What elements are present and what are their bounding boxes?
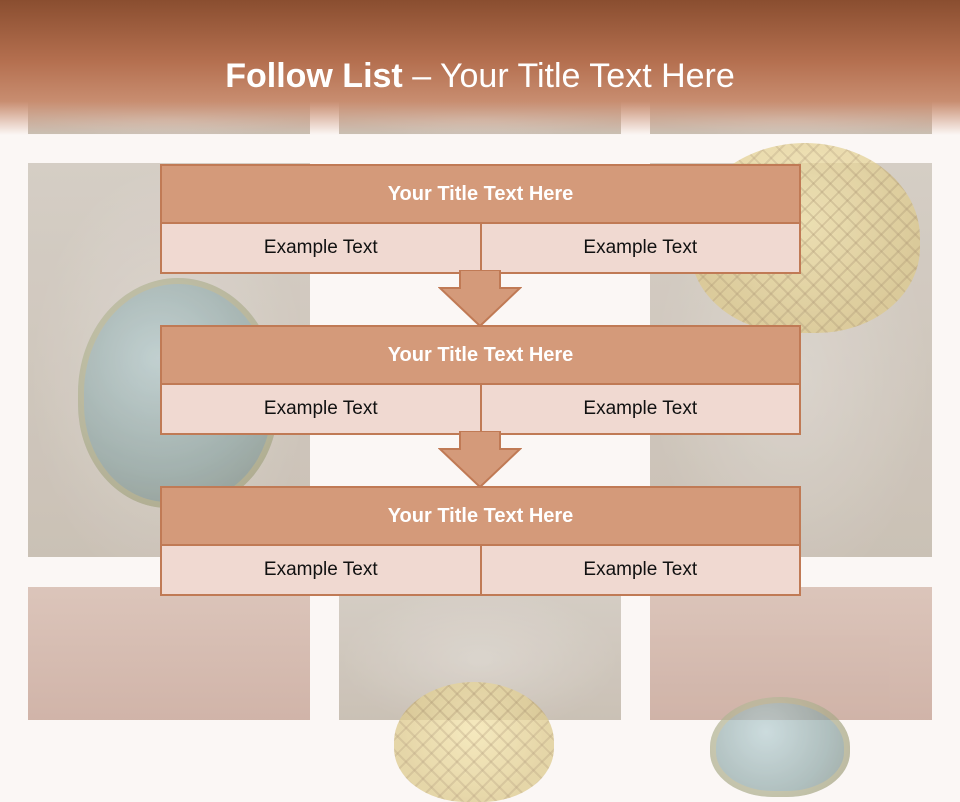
- step-cell-right: Example Text: [479, 385, 800, 433]
- collage-tile: [339, 587, 621, 802]
- step-row: Example Text Example Text: [162, 546, 799, 594]
- collage-tile: [650, 587, 932, 797]
- step-title: Your Title Text Here: [162, 166, 799, 224]
- step-cell-left: Example Text: [263, 559, 378, 580]
- collage-tile: [28, 587, 310, 720]
- step-row: Example Text Example Text: [162, 385, 799, 433]
- step-cell-left: Example Text: [263, 398, 378, 419]
- header-band: [0, 0, 960, 135]
- slide-title: Follow List – Your Title Text Here: [0, 56, 960, 96]
- down-arrow-icon: [438, 270, 522, 328]
- down-arrow-icon: [438, 431, 522, 489]
- step-cell-right: Example Text: [479, 224, 800, 272]
- balloon-illustration: [394, 682, 554, 802]
- step-title: Your Title Text Here: [162, 327, 799, 385]
- flow-step-3: Your Title Text Here Example Text Exampl…: [160, 486, 801, 596]
- step-title: Your Title Text Here: [162, 488, 799, 546]
- balloon-illustration: [710, 697, 850, 797]
- step-cell-left: Example Text: [263, 237, 378, 258]
- title-bold: Follow List: [225, 57, 403, 95]
- flow-step-2: Your Title Text Here Example Text Exampl…: [160, 325, 801, 435]
- flow-step-1: Your Title Text Here Example Text Exampl…: [160, 164, 801, 274]
- title-rest: – Your Title Text Here: [402, 57, 735, 95]
- step-row: Example Text Example Text: [162, 224, 799, 272]
- step-cell-right: Example Text: [479, 546, 800, 594]
